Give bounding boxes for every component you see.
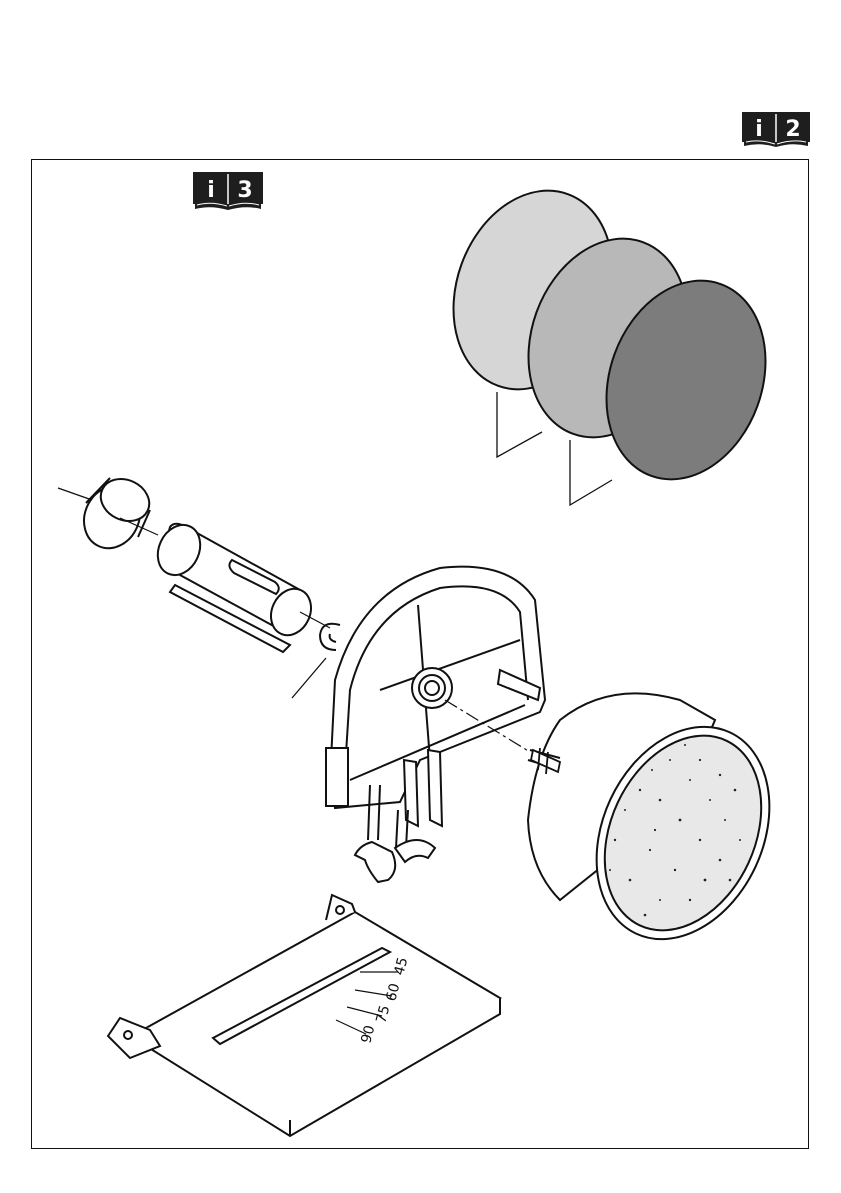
sanding-table (108, 895, 500, 1136)
dust-extraction-tube (150, 518, 318, 652)
disc-guard-housing (326, 567, 545, 826)
sanding-discs-set (427, 168, 793, 502)
sanding-plate (528, 693, 802, 967)
clamp-ring-leader (58, 488, 92, 500)
clamp-ring (74, 471, 156, 557)
spring-clip-leader (292, 658, 326, 698)
